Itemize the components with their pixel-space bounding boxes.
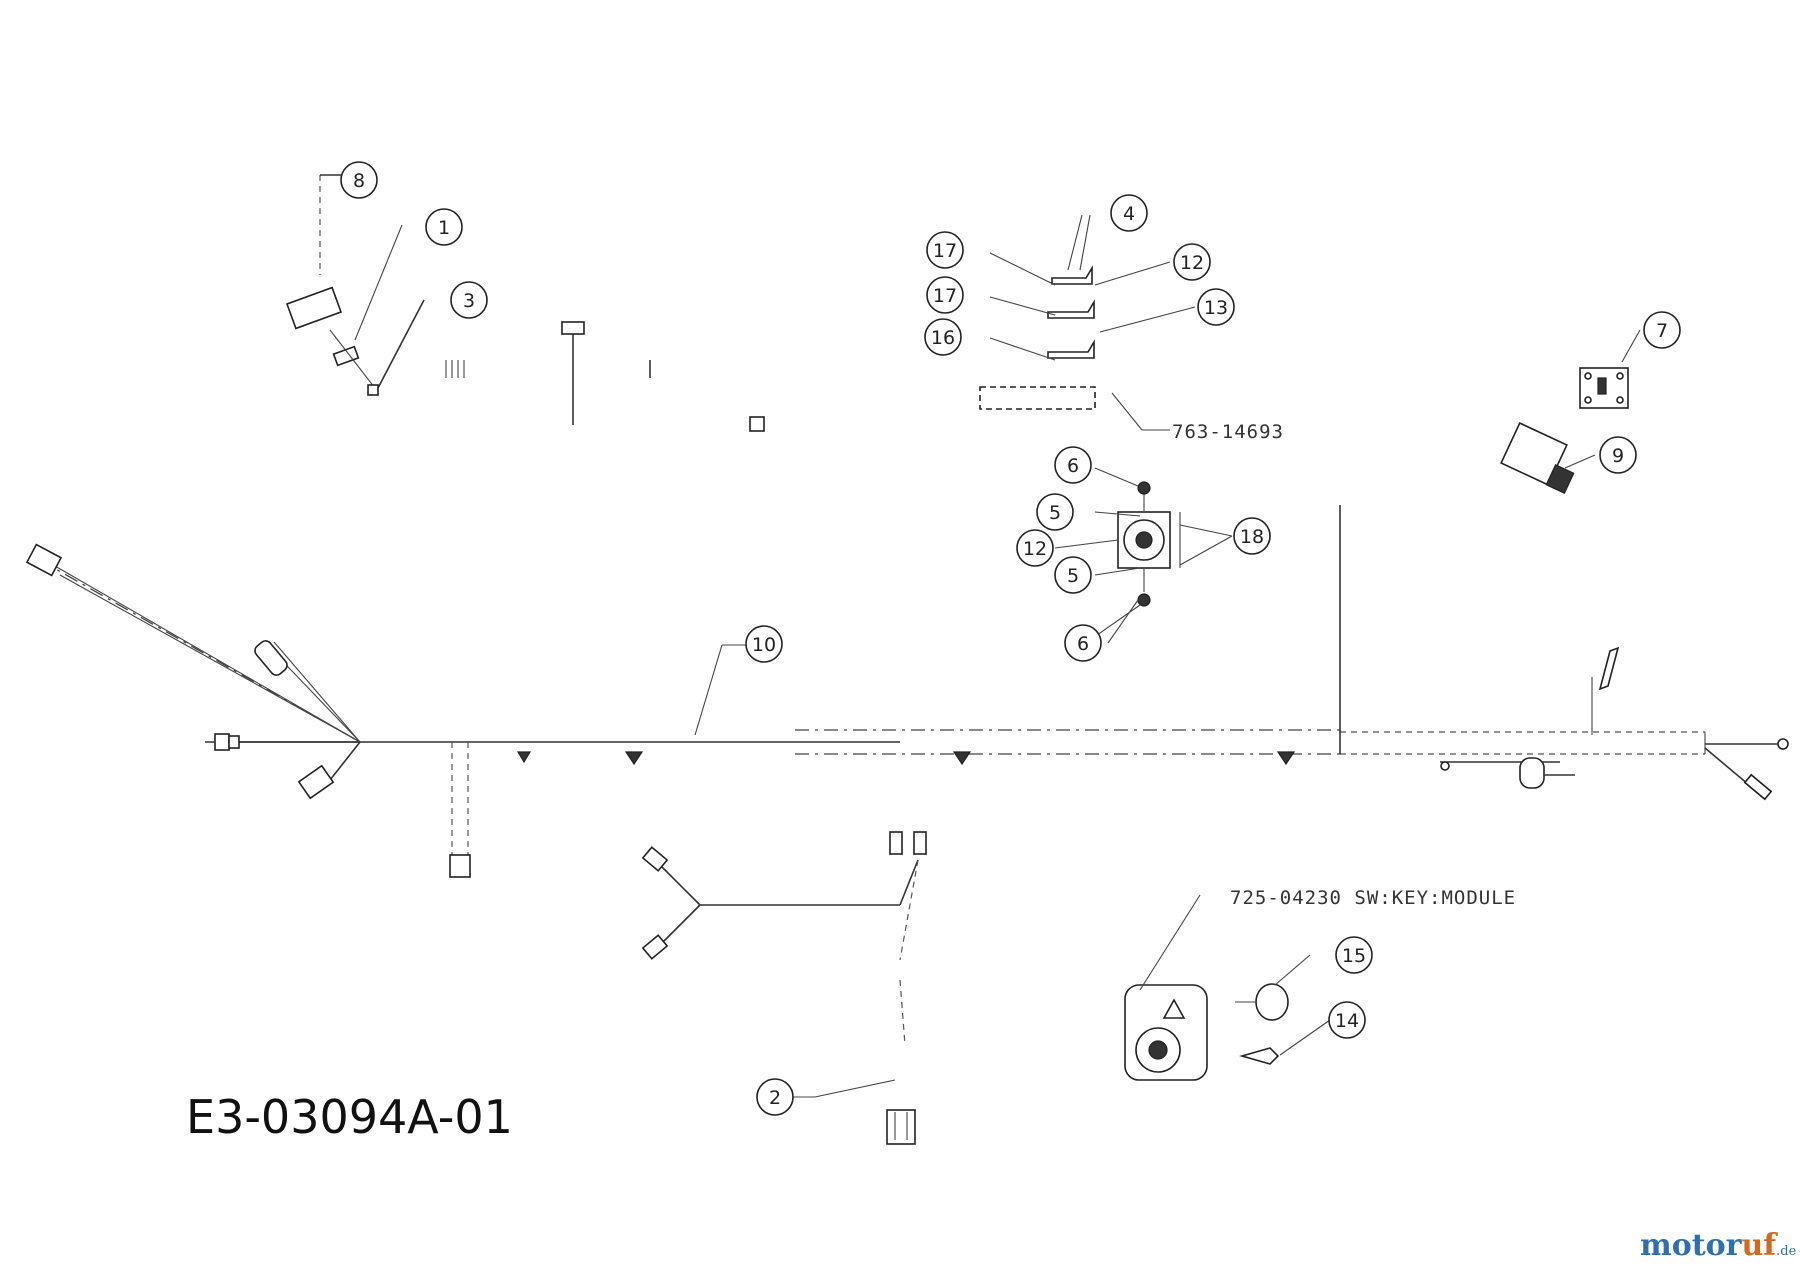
callout-8: 8 bbox=[340, 161, 378, 199]
watermark-logo: motoruf.de bbox=[1640, 1228, 1796, 1263]
watermark-part-c: .de bbox=[1776, 1244, 1797, 1259]
callout-label: 3 bbox=[463, 290, 475, 312]
callouts: 8 1 3 4 17 12 17 13 16 7 9 6 5 12 18 5 6… bbox=[340, 161, 1681, 1116]
callout-3: 3 bbox=[450, 281, 488, 319]
callout-label: 9 bbox=[1612, 445, 1624, 467]
callout-label: 12 bbox=[1180, 252, 1204, 274]
callout-16: 16 bbox=[924, 318, 962, 356]
diagram-id: E3-03094A-01 bbox=[186, 1090, 513, 1144]
callout-label: 17 bbox=[933, 240, 957, 262]
callout-label: 18 bbox=[1240, 526, 1264, 548]
callout-15: 15 bbox=[1335, 936, 1373, 974]
callout-label: 2 bbox=[769, 1087, 781, 1109]
callout-label: 7 bbox=[1656, 320, 1668, 342]
main-harness bbox=[25, 505, 1789, 878]
callout-5a: 5 bbox=[1036, 493, 1074, 531]
callout-label: 6 bbox=[1067, 455, 1079, 477]
callout-14: 14 bbox=[1328, 1001, 1366, 1039]
callout-label: 1 bbox=[438, 217, 450, 239]
callout-label: 5 bbox=[1067, 565, 1079, 587]
bracket-group bbox=[979, 214, 1196, 431]
callout-label: 8 bbox=[353, 170, 365, 192]
callout-17b: 17 bbox=[926, 276, 964, 314]
watermark-part-b: uf bbox=[1741, 1228, 1777, 1263]
callout-9: 9 bbox=[1599, 436, 1637, 474]
callout-label: 4 bbox=[1123, 203, 1135, 225]
watermark-part-a: motor bbox=[1640, 1228, 1742, 1263]
relay-parts bbox=[1500, 329, 1641, 494]
callout-2: 2 bbox=[756, 1078, 794, 1116]
callout-17a: 17 bbox=[926, 231, 964, 269]
callout-10: 10 bbox=[745, 625, 783, 663]
callout-label: 10 bbox=[752, 634, 776, 656]
callout-6b: 6 bbox=[1064, 624, 1102, 662]
callout-7: 7 bbox=[1643, 311, 1681, 349]
callout-label: 15 bbox=[1342, 945, 1366, 967]
callout-label: 16 bbox=[931, 327, 955, 349]
callout-label: 13 bbox=[1204, 297, 1228, 319]
callout-1: 1 bbox=[425, 208, 463, 246]
callout-4: 4 bbox=[1110, 194, 1148, 232]
callout-13: 13 bbox=[1197, 288, 1235, 326]
upper-left-parts bbox=[285, 174, 765, 432]
part-number-bracket: 763-14693 bbox=[1172, 421, 1284, 443]
callout-6a: 6 bbox=[1054, 446, 1092, 484]
callout-5b: 5 bbox=[1054, 556, 1092, 594]
callout-label: 5 bbox=[1049, 502, 1061, 524]
callout-label: 17 bbox=[933, 285, 957, 307]
callout-label: 14 bbox=[1335, 1010, 1359, 1032]
callout-18: 18 bbox=[1233, 517, 1271, 555]
sub-harness bbox=[641, 831, 927, 1145]
solenoid-assembly bbox=[1054, 467, 1233, 641]
key-module bbox=[1124, 894, 1331, 1081]
callout-12a: 12 bbox=[1173, 243, 1211, 281]
callout-label: 12 bbox=[1023, 538, 1047, 560]
callout-12b: 12 bbox=[1016, 529, 1054, 567]
callout-label: 6 bbox=[1077, 633, 1089, 655]
part-number-key-module: 725-04230 SW:KEY:MODULE bbox=[1230, 887, 1516, 909]
